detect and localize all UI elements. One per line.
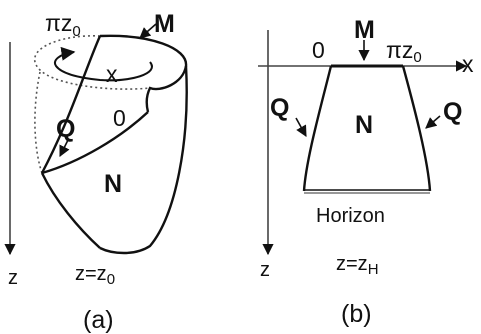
panel-a-diagonal-line [41,111,149,175]
panel-b-N-label: N [355,111,373,139]
panel-a-right-boundary [99,65,188,255]
panel-a-left-boundary [40,172,101,249]
panel-a-hidden-edge-dotted [34,71,43,174]
panel-a-caption: (a) [83,306,114,334]
panel-b-z-eq-label: z=zH [336,253,379,278]
panel-b-x-axis-label: x [462,51,474,77]
panel-a-Q-arrow [59,139,70,158]
panel-a-inner-cut [40,35,102,174]
panel-b-zero-label: 0 [312,37,325,63]
panel-b-right-side [401,65,432,192]
panel-a-rotation-arrow [54,46,153,82]
panel-a-top-ellipse-dotted [33,35,151,90]
panel-b-M-label: M [354,16,375,44]
panel-b-Q-right-label: Q [443,98,462,126]
panel-a-z-eq-label: z=z0 [75,263,115,288]
panel-b-z-axis-label: z [260,259,270,281]
panel-b-horizon-label: Horizon [316,205,385,227]
panel-b-Q-right-arrow [425,115,441,129]
panel-b-left-side [302,65,333,192]
panel-a-z-axis-label: z [8,267,18,289]
panel-a-surface-outline [99,34,188,113]
panel-a-x-label: x [106,61,118,87]
panel-b-caption: (b) [341,300,372,328]
panel-b-Q-left-label: Q [270,94,289,122]
panel-b: M 0 πz0 x Q Q N Horizon z z=zH (b) [258,16,474,328]
panel-a-zero-label: 0 [113,105,126,131]
panel-a-N-label: N [104,170,122,198]
panel-a: πz0 M x 0 Q N z z=z0 (a) [4,10,188,334]
panel-a-M-arrow [139,23,157,39]
panel-a-Q-label: Q [56,115,75,143]
panel-b-Q-left-arrow [295,117,307,137]
panel-a-pi-label: πz0 [45,10,81,40]
panel-a-M-label: M [154,10,175,38]
panel-b-pi-label: πz0 [386,37,422,66]
